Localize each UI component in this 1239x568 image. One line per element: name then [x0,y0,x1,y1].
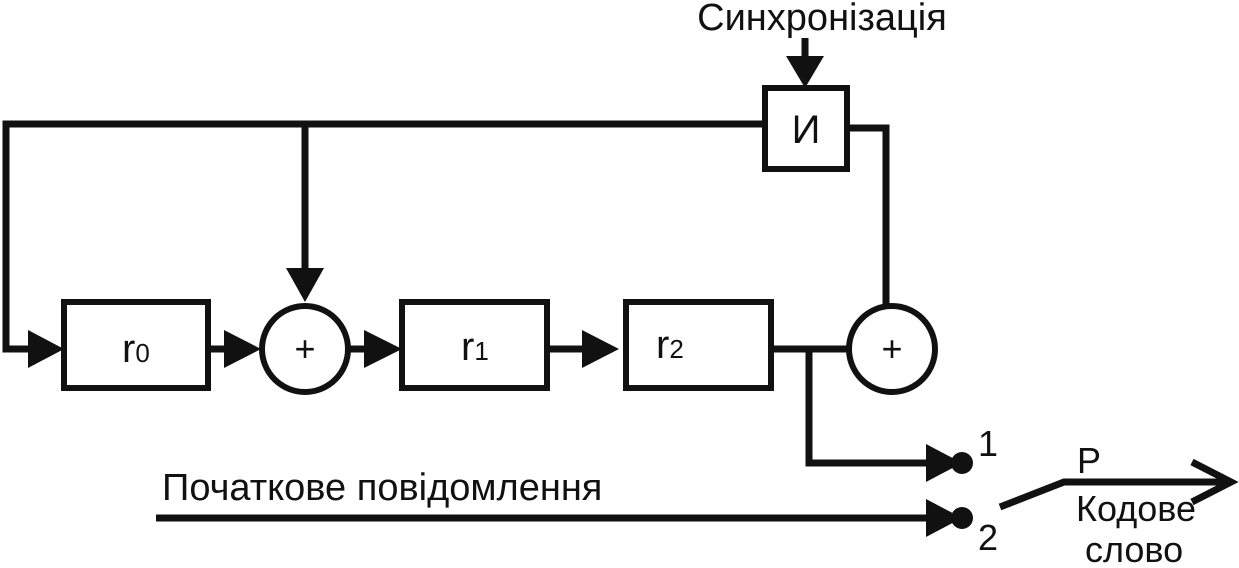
switch-lever [998,478,1232,511]
arrow-r0-adder1 [224,330,261,368]
register-r2-sub: 2 [669,334,683,364]
register-r2-label: r2 [656,323,684,367]
register-r0-label: r0 [122,327,150,371]
register-r1-sub: 1 [474,336,488,366]
register-r1-label: r1 [461,325,489,369]
register-r0 [61,299,211,391]
output-arrowhead [1190,458,1239,506]
adder-2-label: + [881,328,902,369]
adder-2 [846,303,938,395]
switch-contact-1 [951,452,973,474]
register-r0-sub: 0 [135,338,149,368]
feedback-arrow-adder1 [286,268,324,302]
feedback-wire-left [2,120,765,353]
switch-contact-2 [951,507,973,529]
register-r0-main: r [122,327,135,371]
and-gate-label: И [792,108,821,152]
adder-1-label: + [294,328,315,369]
switch-pos2-label: 2 [978,517,998,558]
sync-label: Синхронізація [697,0,947,39]
wire-r2-switch1 [805,349,928,467]
switch-label: P [1077,440,1101,481]
switch-pos1-label: 1 [978,423,998,464]
output-label-line1: Кодове [1076,488,1196,529]
sync-arrow [786,56,824,88]
arrow-adder1-r1 [364,330,402,368]
output-label-line2: слово [1085,529,1183,568]
register-r2-main: r [656,323,669,367]
arrow-r1-r2 [582,330,619,368]
register-r1 [399,299,550,391]
register-r1-main: r [461,325,474,369]
feedback-wire-adder2 [846,124,890,306]
register-r2 [623,299,774,391]
arrow-switch2 [926,499,962,537]
and-gate [762,85,850,172]
arrow-switch1 [926,444,962,482]
input-label: Початкове повідомлення [162,467,602,509]
feedback-arrow-r0 [28,330,64,368]
